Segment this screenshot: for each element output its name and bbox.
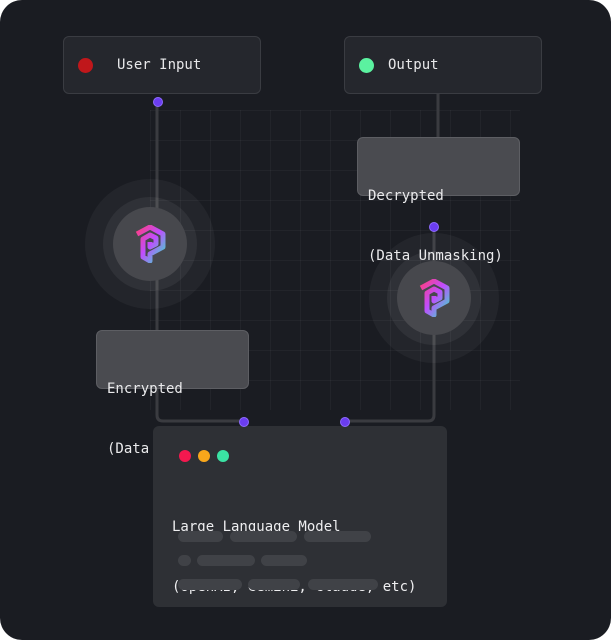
placeholder-bar — [178, 531, 223, 542]
decrypted-subtitle: (Data Unmasking) — [368, 248, 503, 264]
output-node[interactable]: Output — [344, 36, 542, 94]
wire-input-to-llm — [155, 101, 243, 423]
masking-processor — [85, 179, 215, 309]
encrypted-title: Encrypted — [107, 381, 183, 397]
placeholder-bar — [178, 579, 242, 590]
user-input-status-dot — [78, 57, 93, 73]
placeholder-bar — [178, 555, 191, 566]
decrypted-title: Decrypted — [368, 188, 444, 204]
logo-icon — [419, 279, 450, 317]
port-user-input-out[interactable] — [153, 97, 163, 107]
llm-window: Large Language Model (OpenAI, Gemini, Cl… — [153, 426, 447, 607]
window-light-red — [179, 450, 191, 462]
user-input-label: User Input — [117, 57, 202, 73]
placeholder-bar — [248, 579, 300, 590]
window-light-green — [217, 450, 229, 462]
port-output-processor-in[interactable] — [429, 222, 439, 232]
logo-icon — [135, 225, 166, 263]
port-llm-out[interactable] — [340, 417, 350, 427]
placeholder-bar — [197, 555, 255, 566]
unmasking-processor — [369, 233, 499, 363]
window-light-yellow — [198, 450, 210, 462]
wire-llm-to-output-processor — [344, 226, 436, 423]
output-label: Output — [388, 57, 439, 73]
window-controls — [179, 450, 229, 462]
placeholder-bar — [304, 531, 371, 542]
placeholder-bar — [308, 579, 378, 590]
encrypted-label-box: Encrypted (Data Masking) — [96, 330, 249, 457]
placeholder-bar — [261, 555, 307, 566]
output-status-dot — [359, 57, 374, 73]
user-input-node[interactable]: User Input — [63, 36, 261, 94]
port-llm-in[interactable] — [239, 417, 249, 427]
placeholder-bar — [230, 531, 297, 542]
decrypted-label-box: Decrypted (Data Unmasking) — [357, 137, 520, 264]
